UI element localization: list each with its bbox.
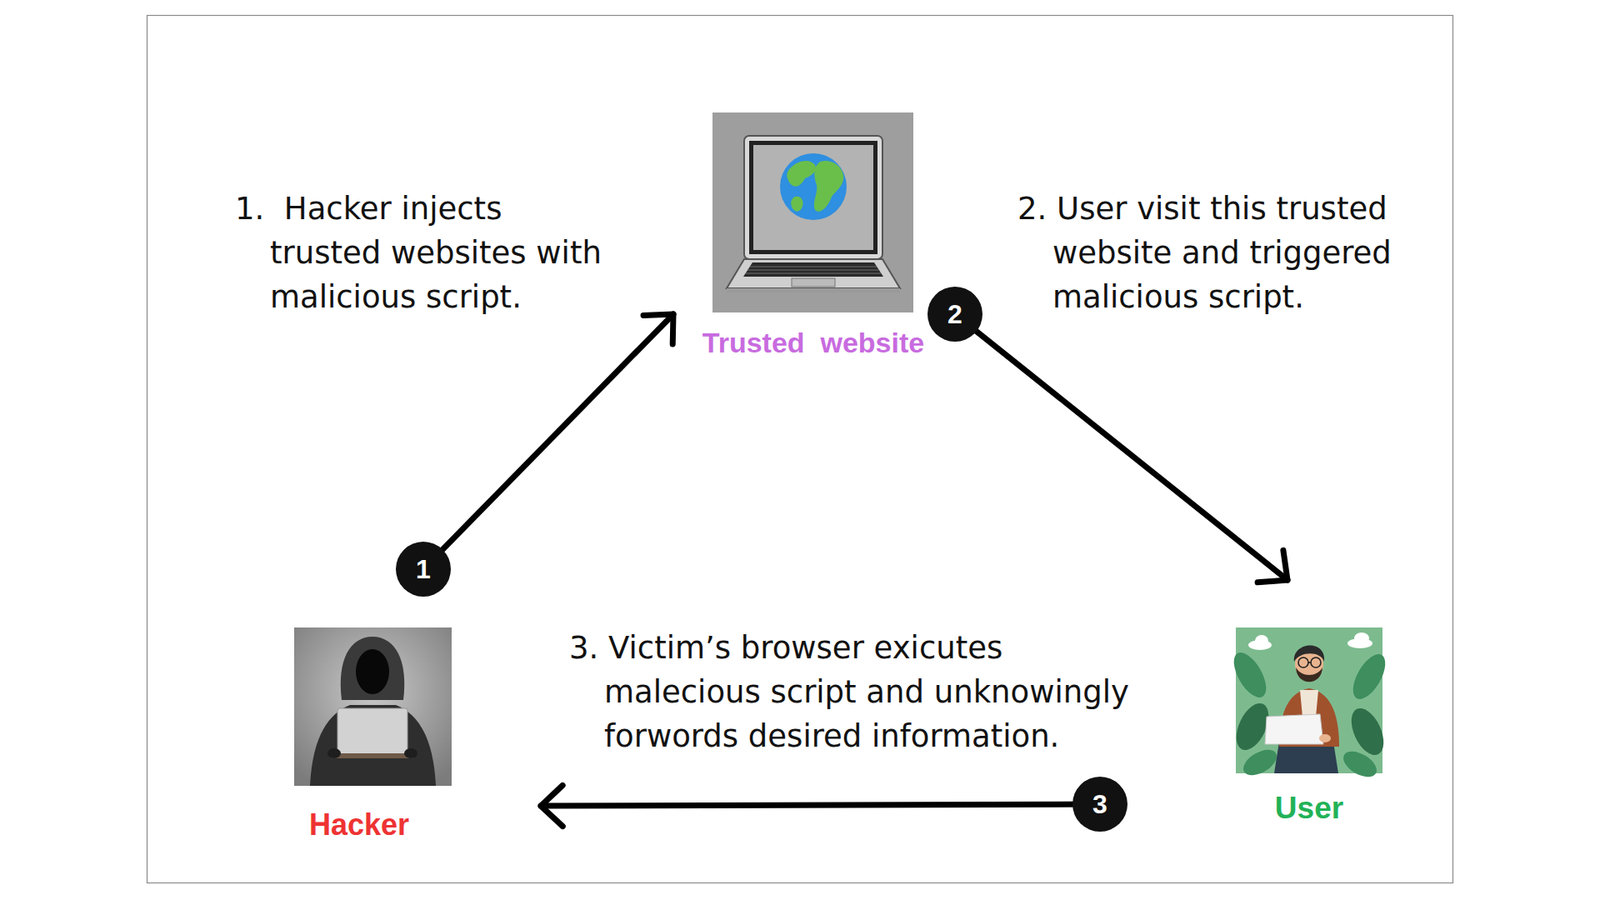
globe [780, 153, 847, 220]
flow-arrow [423, 314, 674, 570]
leaf [1346, 649, 1392, 705]
step-description: 1. Hacker injects trusted websites with … [235, 186, 614, 320]
hacker-hand [404, 748, 418, 759]
laptop-display [753, 145, 874, 250]
callout-number: 2 [947, 300, 963, 328]
image-background [712, 112, 914, 313]
user-beard [1295, 667, 1323, 682]
leaf [1339, 746, 1381, 783]
hacker-laptop [337, 708, 408, 755]
hacker-illustration [294, 627, 452, 786]
arrow-head [643, 314, 674, 345]
hoodie-body [310, 705, 436, 786]
user-illustration [1227, 627, 1392, 782]
user-node: User [1100, 580, 1400, 839]
laptop-lid [744, 135, 883, 260]
arrow-shaft [955, 314, 1288, 580]
hoodie-hood [340, 636, 405, 700]
image-background [1235, 627, 1383, 774]
node-label: Trusted website [702, 325, 925, 360]
website-node: Trusted website [673, 100, 955, 359]
keyboard-keys [745, 266, 881, 274]
globe-continent [814, 160, 844, 212]
globe-continent [786, 160, 816, 187]
hacker-hand [327, 748, 341, 759]
flow-arrow [955, 314, 1288, 583]
laptop-illustration [712, 112, 914, 313]
arrow-shaft [423, 314, 674, 570]
leaf [1239, 745, 1281, 781]
callout-circle: 3 [1072, 776, 1128, 832]
callout-number: 1 [415, 555, 431, 583]
node-label: User [1275, 790, 1344, 827]
hidden-face [355, 649, 390, 695]
laptop-base [726, 259, 900, 289]
user-hand [1319, 734, 1331, 743]
laptop-edge [726, 288, 900, 293]
user-glasses [1298, 657, 1321, 668]
arrow-head [1257, 550, 1288, 582]
user-laptop [1265, 714, 1324, 745]
leaf [1227, 647, 1273, 703]
callout-circle: 1 [395, 541, 451, 597]
node-label: Hacker [309, 806, 410, 843]
callout-circle: 2 [927, 286, 983, 342]
laptop-bezel [749, 140, 878, 255]
callout-number: 3 [1092, 790, 1108, 818]
laptop-keyboard [743, 262, 884, 277]
laptop-trackpad [791, 278, 835, 287]
globe-continent [790, 196, 803, 212]
frame-border [147, 15, 1454, 884]
step-description: 2. User visit this trusted website and t… [1017, 186, 1445, 320]
hacker-node: Hacker [275, 569, 541, 850]
step-description: 3. Victim’s browser exicutes malecious s… [569, 625, 1150, 759]
arrow-head [540, 785, 563, 826]
hacker-laptop-base [331, 753, 414, 759]
arrow-shaft [540, 804, 1100, 806]
image-background [294, 627, 452, 786]
leaf [1345, 703, 1390, 760]
flow-arrow [540, 785, 1100, 826]
